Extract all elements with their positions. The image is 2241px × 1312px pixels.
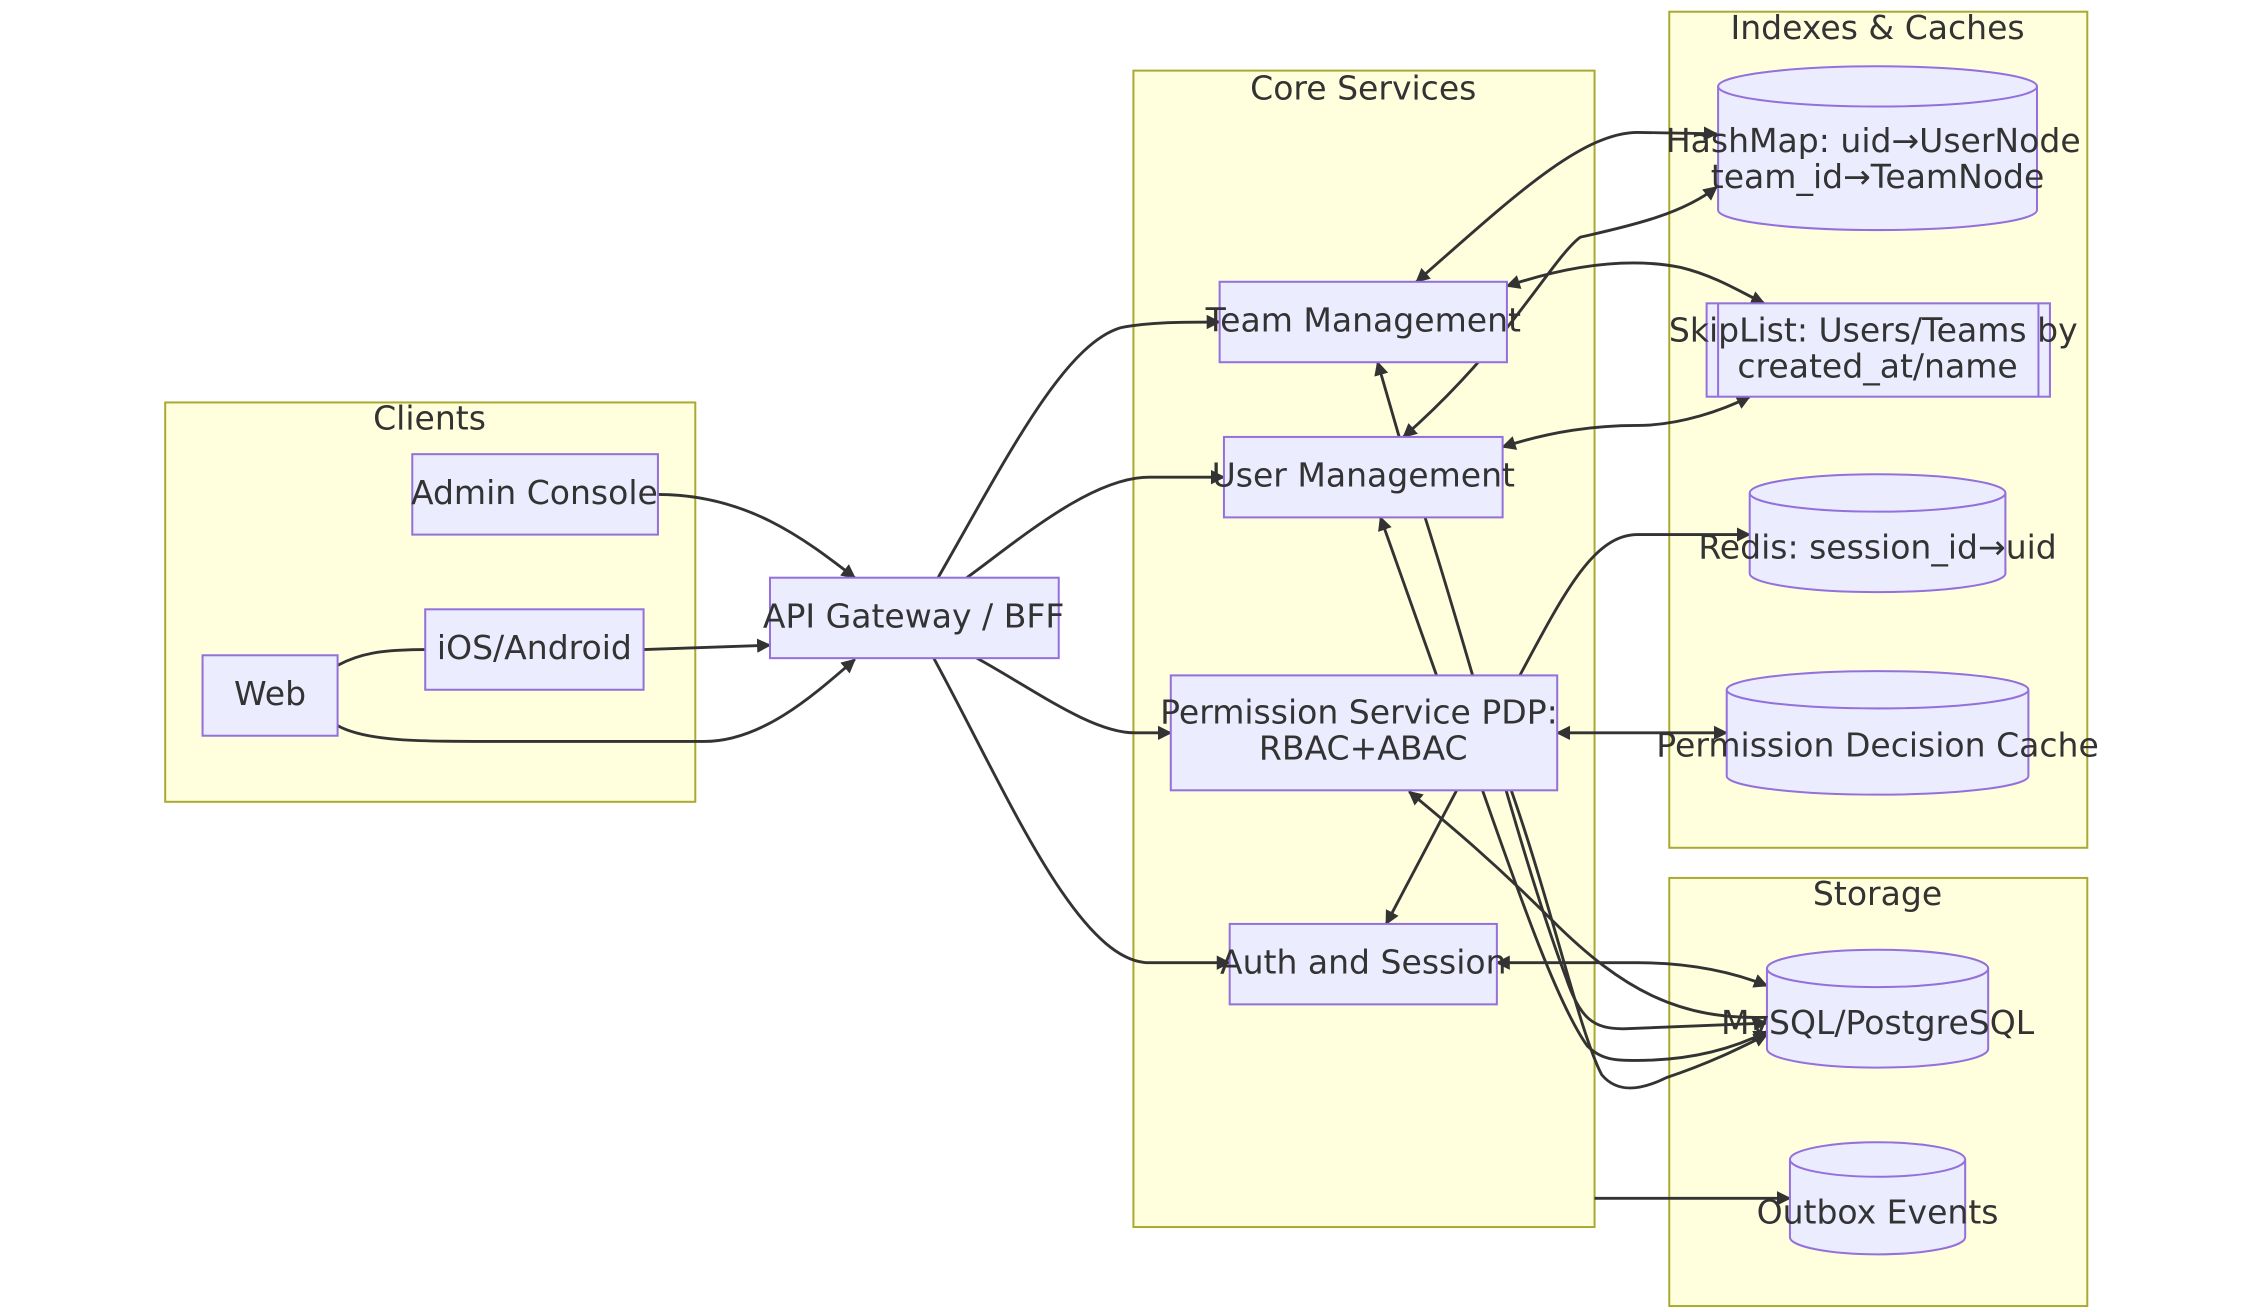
node-hashmap-label-line1: HashMap: uid→UserNode <box>1666 121 2081 160</box>
edge-user-skiplist <box>1501 395 1751 450</box>
edge-web-to-gateway <box>336 658 856 743</box>
node-admin-console-label: Admin Console <box>411 473 658 512</box>
edge-permission-to-auth <box>1384 789 1458 926</box>
node-skiplist[interactable]: SkipList: Users/Teams by created_at/name <box>1669 302 2078 398</box>
edge-gateway-to-team <box>936 314 1222 579</box>
node-redis-db[interactable]: Redis: session_id→uid <box>1698 473 2057 594</box>
node-permission-decision-cache-label: Permission Decision Cache <box>1656 726 2099 765</box>
node-outbox-events-db[interactable]: Outbox Events <box>1757 1141 1999 1256</box>
edge-user-hashmap <box>1402 185 1718 439</box>
node-ios-android-label: iOS/Android <box>437 628 632 667</box>
cluster-core-services-title: Core Services <box>1250 68 1476 107</box>
node-hashmap-label-line2: team_id→TeamNode <box>1711 157 2045 196</box>
node-outbox-events-label: Outbox Events <box>1757 1193 1999 1232</box>
node-web[interactable]: Web <box>201 654 339 737</box>
node-permission-service-label-line1: Permission Service PDP: <box>1160 693 1558 732</box>
edge-gateway-to-auth <box>932 657 1232 970</box>
edge-auth-sql <box>1495 955 1769 988</box>
node-permission-service-label-line2: RBAC+ABAC <box>1259 729 1468 768</box>
edge-team-skiplist <box>1505 261 1766 305</box>
edge-admin-to-gateway <box>657 492 856 579</box>
node-hashmap-db[interactable]: HashMap: uid→UserNode team_id→TeamNode <box>1666 65 2081 232</box>
node-ios-android[interactable]: iOS/Android <box>424 608 645 691</box>
edge-mobile-to-gateway <box>643 638 772 653</box>
cluster-clients-title: Clients <box>373 399 486 438</box>
cluster-storage-title: Storage <box>1813 874 1942 913</box>
node-skiplist-label-line1: SkipList: Users/Teams by <box>1669 311 2078 350</box>
node-api-gateway-label: API Gateway / BFF <box>763 596 1064 635</box>
edges <box>336 126 1792 1206</box>
edge-web-to-mobile <box>336 648 426 667</box>
edge-permission-to-redis <box>1518 527 1752 677</box>
node-web-label: Web <box>234 674 306 713</box>
edge-team-to-sql <box>1509 789 1769 1090</box>
node-auth-session[interactable]: Auth and Session <box>1220 922 1507 1006</box>
edge-user-to-sql <box>1423 516 1769 1031</box>
node-permission-decision-cache-db[interactable]: Permission Decision Cache <box>1656 670 2099 796</box>
edge-permission-to-sql <box>1481 789 1769 1062</box>
node-skiplist-label-line2: created_at/name <box>1737 346 2017 385</box>
node-admin-console[interactable]: Admin Console <box>411 453 659 536</box>
node-sql-label: MySQL/PostgreSQL <box>1721 1003 2035 1042</box>
edge-gateway-to-user <box>965 469 1226 579</box>
edge-user-to-team <box>1374 360 1401 438</box>
node-permission-service[interactable]: Permission Service PDP: RBAC+ABAC <box>1160 674 1559 792</box>
node-sql-db[interactable]: MySQL/PostgreSQL <box>1721 948 2035 1069</box>
node-user-management-label: User Management <box>1212 456 1515 495</box>
node-auth-session-label: Auth and Session <box>1220 943 1507 982</box>
edge-permission-to-user <box>1378 516 1438 676</box>
node-api-gateway[interactable]: API Gateway / BFF <box>763 576 1064 660</box>
node-user-management[interactable]: User Management <box>1212 435 1515 519</box>
cluster-core-services: Core Services <box>1132 68 1596 1229</box>
node-team-management-label: Team Management <box>1205 301 1521 340</box>
node-team-management[interactable]: Team Management <box>1205 280 1521 364</box>
cluster-indexes-caches-title: Indexes & Caches <box>1730 8 2024 47</box>
node-redis-label: Redis: session_id→uid <box>1698 527 2056 566</box>
edge-gateway-to-permission <box>976 656 1173 741</box>
